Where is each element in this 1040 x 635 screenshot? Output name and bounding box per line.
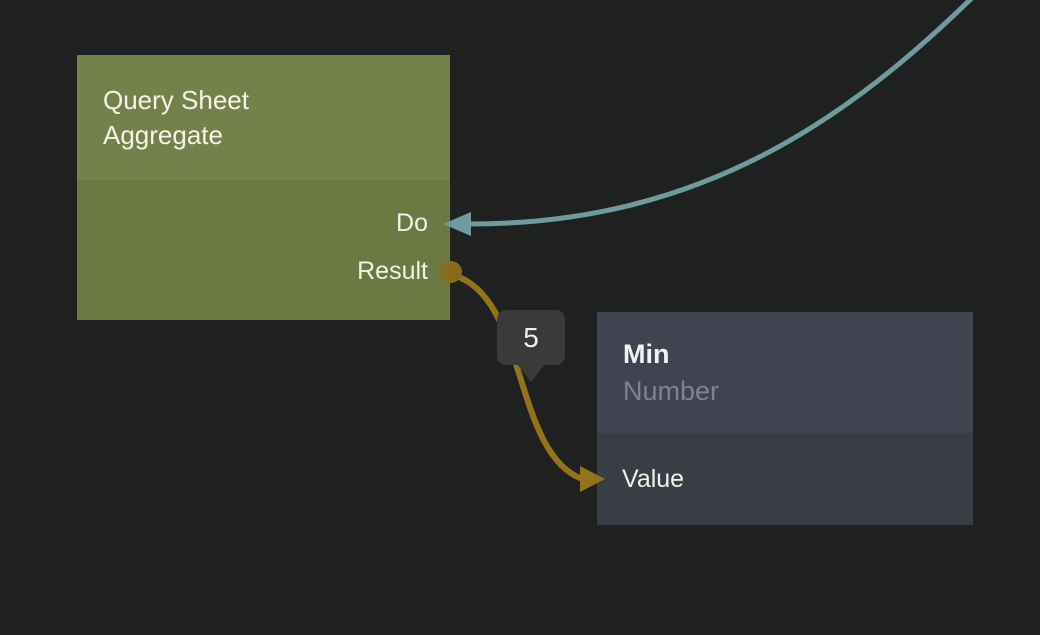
result-wire-arrowhead-icon: [580, 466, 605, 492]
node-subtitle: Number: [623, 375, 720, 406]
node-query-sheet-aggregate[interactable]: Query Sheet Aggregate Do Result: [77, 55, 450, 320]
result-port-dot[interactable]: [440, 261, 462, 283]
node-min[interactable]: Min Number Value: [597, 312, 973, 525]
node-title: Min: [623, 338, 670, 369]
node-query-sheet-aggregate-body[interactable]: Do Result: [77, 180, 450, 320]
exec-wire[interactable]: [467, 0, 985, 227]
port-label-result: Result: [357, 256, 428, 285]
port-row-value[interactable]: Value: [597, 433, 973, 525]
node-min-header[interactable]: Min Number: [597, 312, 973, 433]
port-row-do[interactable]: Do: [77, 199, 450, 247]
port-label-value: Value: [622, 464, 685, 493]
wire-value-badge[interactable]: 5: [497, 310, 565, 382]
node-query-sheet-aggregate-header[interactable]: Query Sheet Aggregate: [77, 55, 450, 180]
port-label-do: Do: [396, 208, 428, 237]
badge-pointer-icon: [517, 364, 545, 382]
exec-wire-arrowhead-icon: [443, 212, 471, 236]
port-row-result[interactable]: Result: [77, 247, 450, 295]
wire-value-text: 5: [523, 321, 539, 353]
node-title: Query Sheet Aggregate: [103, 84, 249, 150]
